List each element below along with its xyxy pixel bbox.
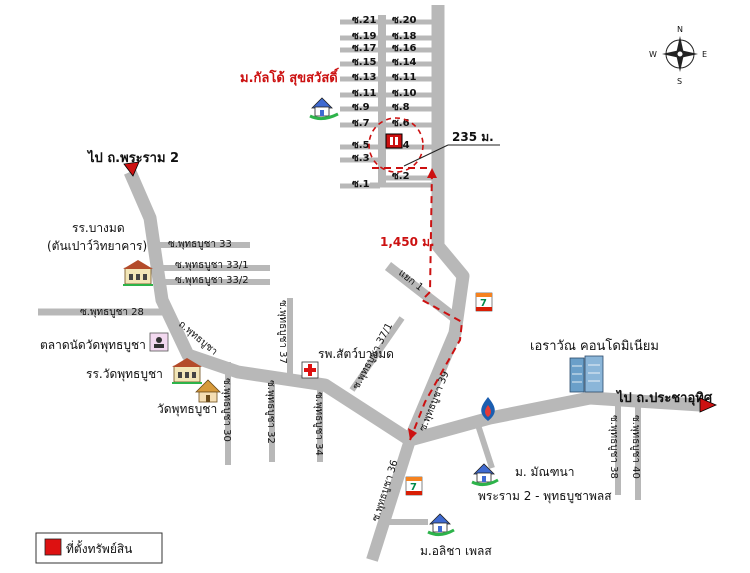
market-icon (149, 332, 169, 352)
vet-hospital-icon (301, 361, 319, 379)
soi-label-right: ซ.8 (392, 102, 410, 113)
label-soi-32: ซ.พุทธบูชา 32 (265, 380, 276, 444)
compass-e: E (702, 50, 707, 59)
distance-235: 235 ม. (452, 130, 494, 144)
property-marker (385, 133, 403, 149)
route-arrow-north (427, 168, 437, 178)
condo-label: เอราวัณ คอนโดมิเนียม (530, 338, 659, 354)
route-to-property (372, 167, 464, 441)
road-soi-36 (366, 438, 416, 562)
svg-text:7: 7 (480, 298, 487, 309)
route-line (409, 169, 464, 441)
soi-label-right: ซ.10 (392, 88, 417, 99)
label-soi-30: ซ.พุทธบูชา 30 (221, 378, 232, 442)
school-watphutthabucha-icon (172, 358, 202, 384)
soi-label-left: ซ.21 (352, 15, 377, 26)
legend-property-swatch (44, 538, 62, 556)
school-bangmod-sublabel: (ตันเปาว์วิทยาคาร) (47, 239, 147, 253)
seven-eleven-icon: 7 (475, 292, 493, 312)
label-soi-28: ซ.พุทธบูชา 28 (80, 307, 144, 318)
property-highlight-circle (368, 117, 424, 173)
soi-label-right: ซ.6 (392, 118, 410, 129)
soi-label-left: ซ.9 (352, 102, 370, 113)
village-soi-grid (340, 19, 434, 189)
road-yaek-1 (384, 262, 459, 322)
market-label: ตลาดนัดวัดพุทธบูชา (40, 338, 146, 353)
soi-label-right: ซ.11 (392, 72, 417, 83)
label-soi-33-2: ซ.พุทธบูชา 33/2 (175, 275, 249, 286)
distance-1450: 1,450 ม. (380, 235, 435, 249)
soi-label-right: ซ.2 (392, 171, 410, 182)
label-soi-33-1: ซ.พุทธบูชา 33/1 (175, 260, 249, 271)
compass-w: W (649, 50, 657, 59)
compass-s: S (677, 77, 682, 86)
label-soi-37: ซ.พุทธบูชา 37 (277, 300, 288, 364)
school-watphutthabucha-label: รร.วัดพุทธบูชา (86, 367, 163, 382)
soi-label-left: ซ.11 (352, 88, 377, 99)
legend-property-label: ที่ตั้งทรัพย์สิน (66, 540, 132, 556)
property-marker-window (395, 137, 398, 145)
soi-label-left: ซ.7 (352, 118, 370, 129)
soi-label-left: ซ.17 (352, 43, 377, 54)
soi-label-right: ซ.20 (392, 15, 417, 26)
plaza-label: พระราม 2 - พุทธบูชาพลส (478, 489, 612, 504)
condo-icon (569, 355, 604, 393)
soi-label-right: ซ.18 (392, 31, 417, 42)
rama2-arrow-icon (123, 161, 140, 177)
school-bangmod-icon (123, 260, 153, 286)
route-arrow-south (408, 428, 417, 440)
village-galdo-label: ม.กัลโด้ สุขสวัสดิ์ (240, 67, 339, 86)
soi-label-left: ซ.3 (352, 153, 370, 164)
road-network (38, 5, 701, 562)
compass-rose-icon: N S E W (649, 25, 707, 86)
label-soi-40: ซ.พุทธบูชา 40 (630, 415, 641, 479)
village-alisha-label: ม.อลิชา เพลส (420, 544, 492, 558)
label-soi-34: ซ.พุทธบูชา 34 (313, 392, 324, 456)
soi-label-right: ซ.14 (392, 57, 417, 68)
school-bangmod-label: รร.บางมด (72, 221, 125, 235)
soi-label-left: ซ.13 (352, 72, 377, 83)
seven-eleven-icon: 7 (405, 476, 423, 496)
road-manthana-branch (475, 424, 495, 469)
temple-icon (195, 379, 221, 403)
svg-text:7: 7 (410, 482, 417, 493)
village-manthana-label: ม. มัณฑนา (515, 465, 574, 479)
compass-n: N (677, 25, 683, 34)
label-soi-38: ซ.พุทธบูชา 38 (608, 415, 619, 479)
label-soi-33: ซ.พุทธบูชา 33 (168, 239, 232, 250)
vet-hospital-label: รพ.สัตว์บางมด (318, 347, 394, 361)
temple-label: วัดพุทธบูชา (157, 402, 217, 417)
gas-station-icon (481, 397, 495, 421)
road-soi-37-1 (349, 316, 405, 392)
legend: ที่ตั้งทรัพย์สิน (35, 532, 163, 564)
to-rama2-label: ไป ถ.พระราม 2 (86, 149, 179, 166)
road-phutthabucha-main (124, 169, 701, 447)
soi-label-left: ซ.19 (352, 31, 377, 42)
prachauthit-arrow-icon (699, 397, 717, 413)
village-alisha-icon (427, 513, 455, 537)
soi-label-left: ซ.15 (352, 57, 377, 68)
road-soi-39 (404, 5, 470, 443)
village-galdo-icon (309, 97, 339, 121)
soi-label-left: ซ.5 (352, 140, 370, 151)
soi-label-left: ซ.1 (352, 179, 370, 190)
distance-pointer-line (403, 144, 449, 167)
property-marker-window (390, 137, 393, 145)
village-manthana-icon (471, 463, 499, 487)
to-prachauthit-label: ไป ถ.ประชาอุทิศ (615, 389, 713, 406)
soi-label-right: ซ.16 (392, 43, 417, 54)
